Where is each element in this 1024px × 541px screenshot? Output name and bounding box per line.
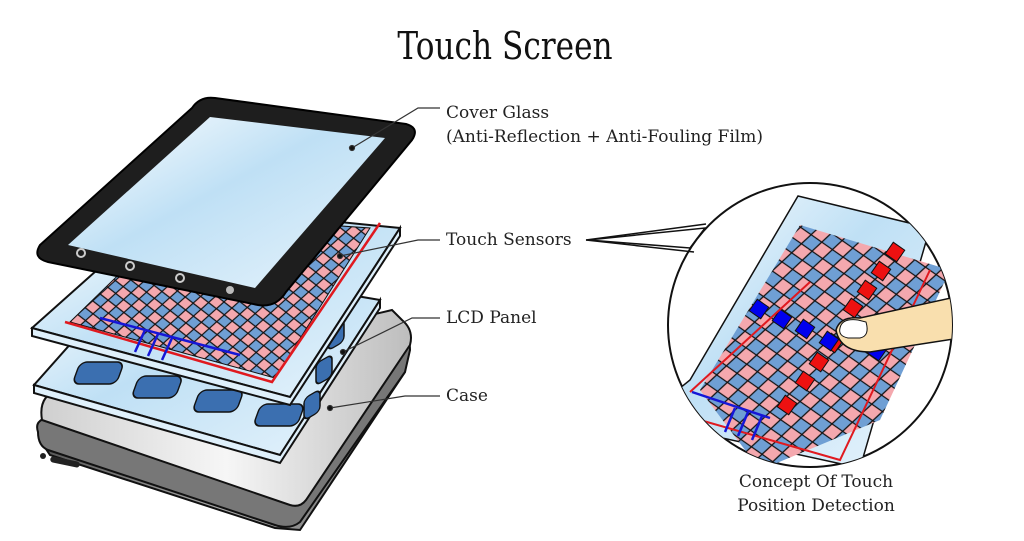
touch-detail-magnifier: [585, 182, 953, 468]
detail-caption-line2: Position Detection: [737, 496, 895, 516]
diagram-title: Touch Screen: [397, 24, 613, 68]
label-cover-glass: Cover Glass: [446, 103, 550, 123]
label-touch-sensors: Touch Sensors: [446, 230, 572, 250]
cover-glass-layer: [36, 96, 416, 307]
label-lcd-panel: LCD Panel: [446, 308, 537, 328]
detail-caption-line1: Concept Of Touch: [738, 472, 894, 492]
label-case: Case: [446, 386, 488, 406]
leader-lines: [326, 107, 440, 412]
label-cover-glass-films: (Anti-Reflection + Anti-Fouling Film): [446, 127, 763, 147]
